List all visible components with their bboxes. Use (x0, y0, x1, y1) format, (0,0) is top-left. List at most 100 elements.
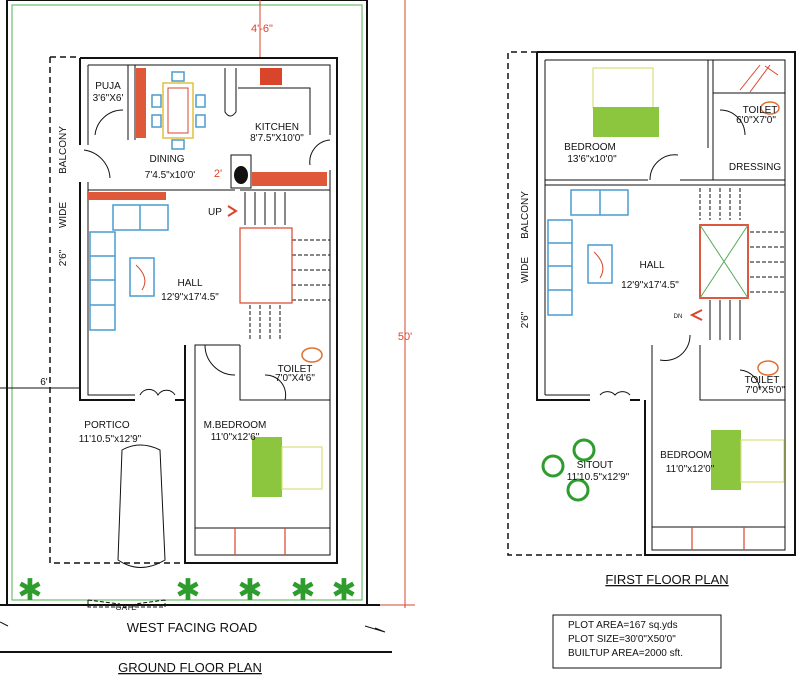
balcony-label: BALCONY (520, 191, 531, 239)
first-floor-title: FIRST FLOOR PLAN (605, 572, 728, 587)
room-name-dining: DINING (150, 154, 185, 165)
window (234, 528, 286, 555)
svg-text:✱: ✱ (237, 574, 262, 607)
room-name-portico: PORTICO (84, 420, 130, 431)
room-name-kitchen: KITCHEN (255, 122, 299, 133)
plot-area: PLOT AREA=167 sq.yds (568, 620, 678, 631)
dining-table-top (167, 87, 189, 134)
room-name-hall: HALL (639, 260, 664, 271)
room-size-dining: 7'4.5"x10'0' (145, 170, 196, 181)
stair-offset-dimension: 2' (214, 168, 222, 180)
stair-arrow-icon (689, 309, 703, 321)
void-cross (699, 224, 749, 299)
rug (129, 257, 155, 297)
stair-cutout (699, 224, 749, 299)
gate-label: GATE (115, 603, 136, 612)
room-size-portico: 11'10.5"x12'9" (79, 434, 142, 445)
door-swing (599, 109, 761, 396)
bed-mattress (281, 446, 323, 490)
toilet-icon (760, 101, 780, 115)
stair-landing (239, 227, 293, 304)
exterior-walls (536, 51, 796, 556)
road-label: WEST FACING ROAD (127, 620, 258, 635)
room-name-hall: HALL (177, 278, 202, 289)
coffee-table (135, 264, 146, 291)
balcony-wide-label: WIDE (520, 257, 531, 283)
break-line (0, 621, 386, 633)
room-name-dressing: DRESSING (729, 162, 781, 173)
room-size-bedroom: 13'6"x10'0" (567, 154, 617, 165)
room-size-sitout: 11'10.5"x12'9" (567, 472, 630, 483)
dining-table (162, 82, 194, 139)
ground-floor-title: GROUND FLOOR PLAN (118, 660, 262, 675)
bed-icon (593, 107, 659, 137)
room-name-puja: PUJA (95, 81, 121, 92)
sofa (547, 189, 629, 316)
stair-up-label: UP (208, 207, 222, 218)
balcony-label: BALCONY (58, 126, 69, 174)
top-setback-dimension: 4'-6" (251, 23, 273, 35)
balcony-wide-label: WIDE (58, 202, 69, 228)
rug (587, 244, 613, 284)
depth-dimension: 50' (398, 331, 412, 343)
stair-down-label: DN (674, 314, 683, 320)
interior-walls (544, 59, 786, 551)
side-setback-dimension: 6' (40, 377, 48, 388)
car-icon (117, 444, 166, 568)
interior-walls (87, 64, 331, 556)
dining-chairs (151, 71, 206, 150)
hatched-wall (136, 68, 146, 138)
ground-floor-plan: WEST FACING ROAD GROUND FLOOR PLAN GATE … (0, 0, 415, 675)
room-name-bedroom: BEDROOM (660, 450, 712, 461)
svg-text:✱: ✱ (290, 574, 315, 607)
wash-basin-icon (230, 154, 252, 189)
staircase (244, 192, 330, 340)
plant-icons: ✱ ✱ ✱ ✱ ✱ (17, 574, 356, 607)
door-swing (83, 109, 331, 401)
planter-icons (541, 438, 596, 502)
room-size-toilet: 6'0"X7'0" (736, 115, 776, 126)
room-name-sitout: SITOUT (577, 460, 613, 471)
room-size-toilet: 7'0"X5'0" (745, 385, 785, 396)
shower-icon (739, 64, 779, 93)
hatched-wall (88, 192, 166, 200)
area-summary-box: PLOT AREA=167 sq.yds PLOT SIZE=30'0"X50'… (552, 614, 722, 669)
room-size-hall: 12'9"x17'4.5" (161, 292, 219, 303)
room-name-bedroom: BEDROOM (564, 142, 616, 153)
basin-bowl (234, 166, 248, 184)
kitchen-counter (224, 68, 311, 135)
room-size-bedroom: 11'0"x12'0" (666, 464, 715, 475)
hatched-wall (252, 172, 327, 186)
room-name-toilet: TOILET (743, 105, 778, 116)
room-size-puja: 3'6"X6' (93, 93, 124, 104)
builtup-area: BUILTUP AREA=2000 sft. (568, 648, 683, 659)
svg-text:✱: ✱ (17, 574, 42, 607)
bed-mattress (592, 67, 654, 109)
bed-icon (252, 437, 282, 497)
toilet-icon (757, 360, 779, 376)
balcony-outline (507, 51, 645, 556)
compound-wall (11, 4, 363, 601)
staircase (699, 188, 785, 340)
plot-size: PLOT SIZE=30'0"X50'0" (568, 634, 676, 645)
sofa (89, 204, 169, 331)
partition-walls (88, 65, 330, 529)
stair-arrow-icon (227, 205, 238, 217)
svg-text:✱: ✱ (331, 574, 356, 607)
room-name-toilet: TOILET (278, 364, 313, 375)
room-name-master-bedroom: M.BEDROOM (204, 420, 267, 431)
room-size-master-bedroom: 11'0"x12'6" (211, 432, 260, 443)
bed-icon (711, 430, 741, 490)
first-floor-plan: BALCONY WIDE 2'6" DN (507, 51, 796, 587)
gate (87, 599, 166, 608)
stove-icon (260, 68, 282, 85)
coffee-table (593, 251, 604, 279)
room-name-toilet: TOILET (745, 375, 780, 386)
bed-mattress (740, 439, 785, 483)
exterior-walls (79, 57, 338, 564)
balcony-width-label: 2'6" (58, 249, 69, 266)
room-size-toilet: 7'0"X4'6" (275, 373, 315, 384)
svg-text:✱: ✱ (175, 574, 200, 607)
room-size-hall: 12'9"x17'4.5" (621, 280, 679, 291)
